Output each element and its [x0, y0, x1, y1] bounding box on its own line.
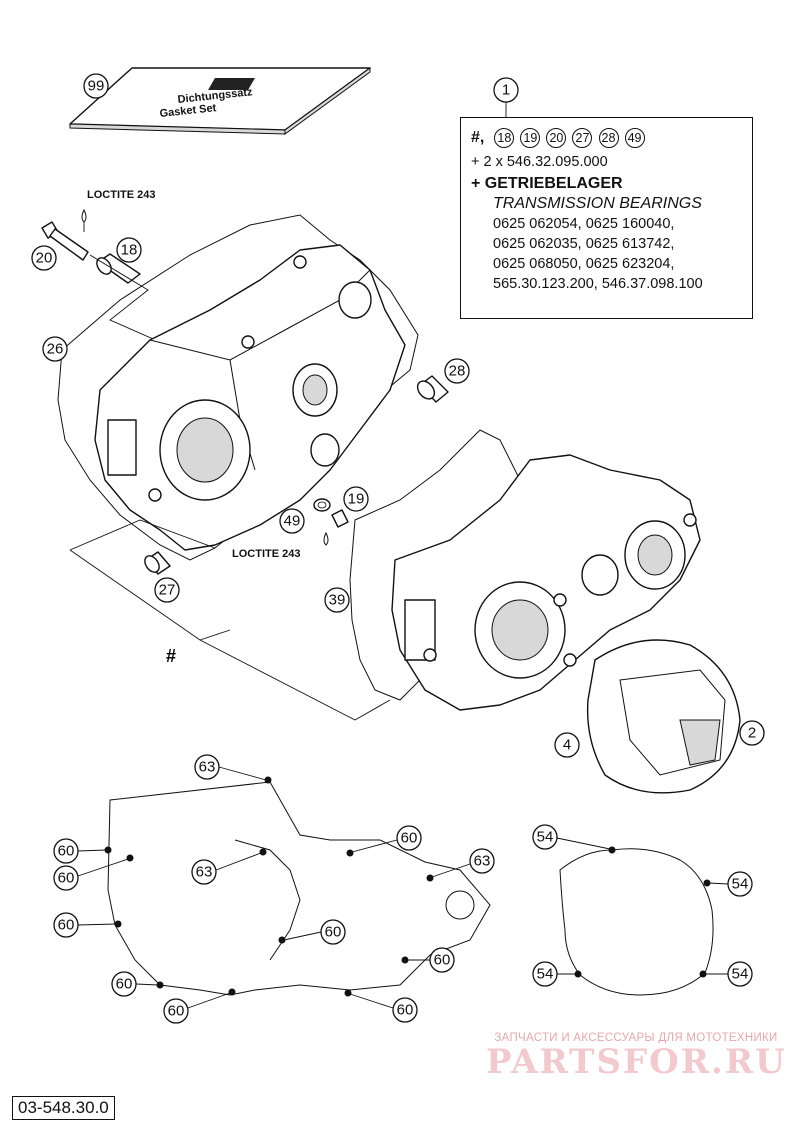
svg-text:27: 27: [159, 582, 176, 599]
plug-19: [331, 509, 349, 528]
kit-prefix: #,: [471, 129, 485, 146]
svg-text:63: 63: [474, 853, 491, 870]
svg-text:60: 60: [434, 952, 451, 969]
svg-text:60: 60: [58, 870, 75, 887]
clutch-cover-gasket: [107, 781, 491, 996]
bearings-heading-de: + GETRIEBELAGER: [471, 175, 623, 193]
sleeve-27: [144, 551, 171, 575]
callout-19: 19: [343, 486, 369, 512]
kit-part-circle: 49: [624, 128, 645, 149]
callout-54-4: 54: [705, 961, 753, 987]
callout-18: 18: [116, 237, 142, 263]
svg-text:60: 60: [168, 1003, 185, 1020]
callout-1: 1: [493, 77, 519, 118]
callout-60-8: 60: [163, 992, 231, 1024]
extra-part-line: + 2 x 546.32.095.000: [471, 154, 608, 171]
callout-54-1: 54: [532, 824, 611, 850]
svg-text:60: 60: [58, 843, 75, 860]
right-crankcase-half: [391, 454, 701, 711]
svg-text:20: 20: [36, 250, 53, 267]
svg-text:2: 2: [748, 725, 756, 742]
callout-60-5: 60: [283, 919, 346, 945]
svg-text:1: 1: [502, 82, 510, 99]
oring-49: [313, 498, 331, 512]
gasket-holes: [104, 776, 434, 997]
callout-60-9: 60: [349, 993, 418, 1023]
bearing-numbers-line: 0625 062054, 0625 160040,: [493, 216, 675, 233]
bolt-20: [41, 221, 89, 261]
svg-text:LOCTITE 243: LOCTITE 243: [87, 189, 155, 201]
svg-text:60: 60: [325, 924, 342, 941]
callout-28: 28: [444, 358, 470, 384]
svg-text:54: 54: [732, 966, 749, 983]
callout-63-top: 63: [194, 754, 267, 781]
callout-60-2: 60: [53, 858, 129, 891]
svg-text:18: 18: [121, 242, 138, 259]
ignition-cover-gasket: [559, 848, 714, 996]
callout-60-1: 60: [53, 838, 107, 864]
svg-text:63: 63: [199, 759, 216, 776]
svg-text:4: 4: [563, 737, 571, 754]
callout-2: 2: [739, 720, 765, 746]
ignition-cover: [586, 639, 741, 794]
callout-63-right: 63: [431, 848, 495, 878]
svg-text:63: 63: [196, 864, 213, 881]
left-crankcase-half: [94, 244, 406, 551]
svg-text:60: 60: [116, 976, 133, 993]
svg-text:54: 54: [537, 966, 554, 983]
bearings-heading-en: TRANSMISSION BEARINGS: [493, 195, 702, 213]
kit-part-circle: 18: [494, 128, 515, 149]
hash-mark: #: [166, 646, 176, 666]
manual-subtitle: Gasket Set: [159, 102, 217, 120]
bearing-numbers-line: 565.30.123.200, 546.37.098.100: [493, 276, 703, 293]
callout-20: 20: [31, 245, 57, 271]
callout-49: 49: [279, 508, 305, 534]
svg-text:99: 99: [88, 78, 105, 95]
callout-26: 26: [42, 336, 68, 362]
parts-info-box: #, 18 19 20 27 28 49 + 2 x 546.32.095.00…: [460, 117, 753, 319]
svg-text:28: 28: [449, 363, 466, 380]
svg-text:LOCTITE 243: LOCTITE 243: [232, 548, 300, 560]
small-gasket-holes: [574, 846, 711, 978]
callout-99: 99: [83, 73, 109, 99]
watermark: ЗАПЧАСТИ И АКСЕССУАРЫ ДЛЯ МОТОТЕХНИКИ PA…: [486, 1032, 786, 1082]
loctite-drop-icon: [81, 208, 87, 223]
loctite-label-mid: LOCTITE 243: [232, 531, 329, 560]
callout-39: 39: [324, 587, 350, 613]
svg-text:60: 60: [58, 917, 75, 934]
loctite-label-top: LOCTITE 243: [81, 189, 155, 232]
callout-54-3: 54: [532, 961, 576, 987]
kit-part-circle: 28: [598, 128, 619, 149]
watermark-brand: PARTSFOR.RU: [486, 1042, 787, 1082]
callout-60-6: 60: [407, 947, 455, 973]
watermark-tagline: ЗАПЧАСТИ И АКСЕССУАРЫ ДЛЯ МОТОТЕХНИКИ: [494, 1032, 778, 1044]
callout-54-2: 54: [708, 871, 753, 897]
kit-parts-row: #, 18 19 20 27 28 49: [471, 128, 744, 149]
kit-part-circle: 19: [520, 128, 541, 149]
kit-part-circle: 27: [572, 128, 593, 149]
svg-text:60: 60: [397, 1002, 414, 1019]
svg-text:26: 26: [47, 341, 64, 358]
document-number: 03-548.30.0: [12, 1096, 115, 1120]
svg-text:19: 19: [348, 491, 365, 508]
svg-text:54: 54: [732, 876, 749, 893]
callout-27: 27: [154, 577, 180, 603]
svg-text:49: 49: [284, 513, 301, 530]
svg-text:54: 54: [537, 829, 554, 846]
svg-text:60: 60: [401, 830, 418, 847]
callout-60-4: 60: [351, 825, 422, 853]
loctite-drop-icon: [323, 531, 329, 546]
kit-part-circle: 20: [546, 128, 567, 149]
svg-text:39: 39: [329, 592, 346, 609]
sleeve-18: [96, 253, 141, 284]
gasket-set-manual: Dichtungssatz Gasket Set: [69, 67, 371, 135]
callout-63-mid: 63: [191, 852, 262, 885]
bearing-numbers-line: 0625 062035, 0625 613742,: [493, 236, 675, 253]
sleeve-28: [416, 375, 449, 403]
callout-60-7: 60: [111, 971, 159, 997]
callout-4: 4: [554, 732, 580, 758]
bearing-numbers-line: 0625 068050, 0625 623204,: [493, 256, 675, 273]
callout-60-3: 60: [53, 912, 117, 938]
